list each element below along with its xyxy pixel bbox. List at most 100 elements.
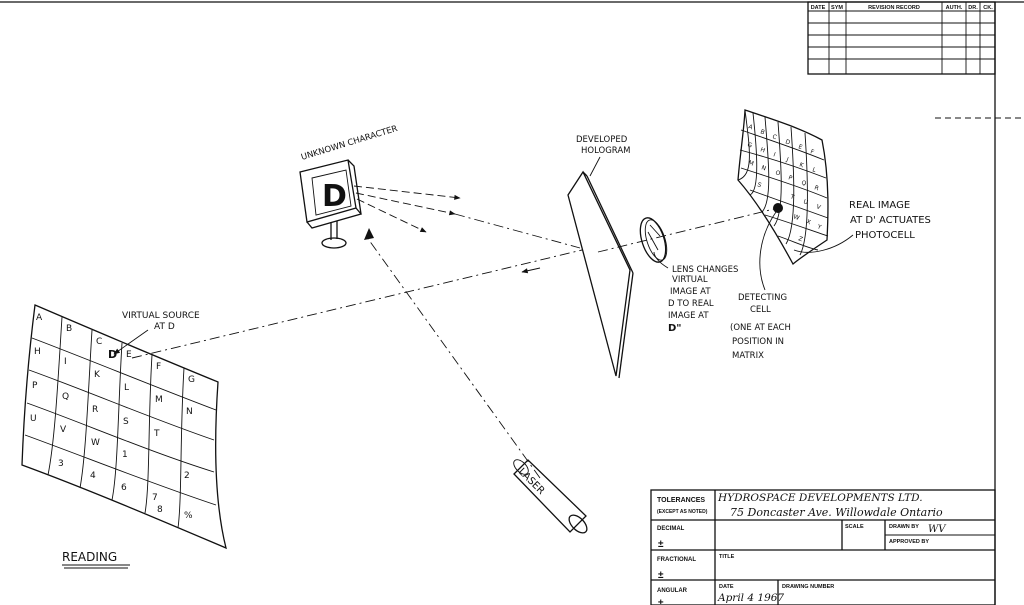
- matrix-r-letter-a: A: [747, 123, 754, 131]
- matrix-r-letter-p: P: [787, 174, 793, 182]
- matrix-l-letter-6: 6: [121, 483, 127, 493]
- one-at-each-1: (ONE AT EACH: [730, 323, 791, 333]
- beam-paths: [131, 185, 779, 479]
- matrix-r-letter-e: E: [797, 143, 803, 151]
- matrix-r-letter-b: B: [759, 128, 765, 136]
- matrix-l-letter-u: U: [30, 414, 37, 424]
- matrix-l-letter-v: V: [60, 425, 67, 435]
- date-value: April 4 1967: [717, 592, 784, 604]
- angular-plusminus: ±: [658, 598, 664, 605]
- reading-matrix: [21, 304, 227, 550]
- matrix-l-letter-w: W: [91, 438, 100, 448]
- laser-device: [513, 459, 588, 534]
- reading-label: READING: [62, 550, 117, 564]
- matrix-l-letter-h: H: [34, 347, 41, 357]
- matrix-l-letter-p: P: [32, 381, 38, 391]
- scatter-ray-2: [355, 192, 456, 216]
- virtual-beam-arrow: [521, 267, 541, 274]
- matrix-l-letter-7: 7: [152, 493, 158, 503]
- one-at-each-3: MATRIX: [732, 351, 764, 361]
- detecting-cell-label-1: DETECTING: [738, 293, 787, 303]
- matrix-l-letter-c: C: [96, 337, 102, 347]
- matrix-l-letter-t: T: [153, 429, 160, 439]
- matrix-r-letter-u: U: [802, 198, 809, 206]
- real-image-beam: [597, 207, 779, 253]
- matrix-r-letter-h: H: [759, 146, 766, 154]
- real-image-label-1: REAL IMAGE: [849, 200, 910, 211]
- matrix-l-letter-4: 4: [90, 471, 96, 481]
- except-as-noted-label: (EXCEPT AS NOTED): [657, 509, 708, 515]
- lens-note-5: IMAGE AT: [668, 311, 709, 321]
- matrix-r-letter-w: W: [792, 213, 800, 222]
- revision-block: DATE SYM REVISION RECORD AUTH. DR. CK.: [807, 1, 996, 75]
- unknown-character-object: D: [299, 159, 374, 249]
- matrix-l-letter-r: R: [92, 405, 98, 415]
- matrix-l-letter-k: K: [94, 370, 101, 380]
- matrix-l-letter-3: 3: [58, 459, 64, 469]
- matrix-r-letter-z: Z: [797, 235, 803, 243]
- matrix-r-letter-t: T: [788, 193, 795, 201]
- angular-label: ANGULAR: [657, 588, 688, 594]
- real-image-label-3: PHOTOCELL: [855, 230, 915, 241]
- matrix-r-letter-d: D: [784, 138, 791, 146]
- company-name: HYDROSPACE DEVELOPMENTS LTD.: [717, 492, 923, 504]
- matrix-l-letter-m: M: [155, 395, 163, 405]
- matrix-r-letter-s: S: [756, 181, 762, 189]
- one-at-each-2: POSITION IN: [732, 337, 784, 347]
- matrix-l-letter-b: B: [66, 324, 72, 334]
- matrix-l-letter-2: 2: [184, 471, 190, 481]
- matrix-l-letter-l: L: [124, 383, 129, 393]
- developed-label-2: HOLOGRAM: [581, 146, 631, 156]
- matrix-l-letter-pct: %: [184, 511, 193, 521]
- matrix-r-letter-y: Y: [815, 223, 822, 231]
- matrix-r-letter-f: F: [809, 148, 815, 156]
- rev-header-ck: CK.: [983, 5, 993, 11]
- detector-matrix: [737, 109, 829, 266]
- matrix-r-letter-r: R: [813, 184, 819, 192]
- real-image-label-2: AT D' ACTUATES: [850, 215, 931, 226]
- matrix-r-letter-i: I: [772, 151, 776, 158]
- matrix-r-letter-k: K: [798, 161, 805, 169]
- matrix-l-letter-s: S: [123, 417, 129, 427]
- matrix-r-letter-l: L: [811, 166, 817, 174]
- matrix-l-letter-n: N: [186, 407, 193, 417]
- date-label: DATE: [719, 584, 734, 590]
- matrix-l-letter-1: 1: [122, 450, 128, 460]
- title-block: [650, 489, 996, 605]
- approved-by-label: APPROVED BY: [889, 539, 929, 545]
- lens: [639, 217, 668, 263]
- rev-header-sym: SYM: [831, 5, 843, 11]
- drawing-number-label: DRAWING NUMBER: [782, 584, 834, 590]
- scale-label: SCALE: [845, 524, 864, 530]
- developed-label-1: DEVELOPED: [576, 135, 628, 145]
- lens-note-4: D TO REAL: [668, 299, 714, 309]
- rev-header-record: REVISION RECORD: [868, 5, 920, 11]
- character-glyph: D: [322, 179, 347, 214]
- lens-note-6: D": [668, 323, 682, 334]
- matrix-l-letter-g: G: [188, 375, 195, 385]
- virtual-beam: [131, 249, 583, 359]
- decimal-label: DECIMAL: [657, 526, 685, 532]
- virtual-source-d: D: [108, 348, 117, 361]
- hologram-plate: [567, 170, 634, 379]
- rev-header-auth: AUTH.: [946, 5, 963, 11]
- rev-header-date: DATE: [811, 5, 826, 11]
- matrix-l-letter-e: E: [126, 350, 132, 360]
- matrix-r-letter-g: G: [746, 141, 753, 149]
- fractional-label: FRACTIONAL: [657, 557, 696, 563]
- rev-header-dr: DR.: [968, 5, 978, 11]
- matrix-r-letter-j: J: [784, 156, 789, 164]
- drawn-by-label: DRAWN BY: [889, 524, 919, 530]
- virtual-source-label-1: VIRTUAL SOURCE: [122, 311, 200, 321]
- matrix-l-letter-f: F: [156, 362, 161, 372]
- lens-note-3: IMAGE AT: [670, 287, 711, 297]
- laser-beam: [365, 235, 541, 479]
- unknown-character-label: UNKNOWN CHARACTER: [300, 124, 399, 163]
- matrix-l-letter-i: I: [64, 357, 67, 367]
- fractional-plusminus: ±: [658, 570, 664, 581]
- scatter-ray-1: [353, 185, 461, 200]
- matrix-r-letter-c: C: [771, 133, 777, 141]
- matrix-r-letter-o: O: [774, 169, 781, 177]
- matrix-r-letter-m: M: [747, 159, 754, 167]
